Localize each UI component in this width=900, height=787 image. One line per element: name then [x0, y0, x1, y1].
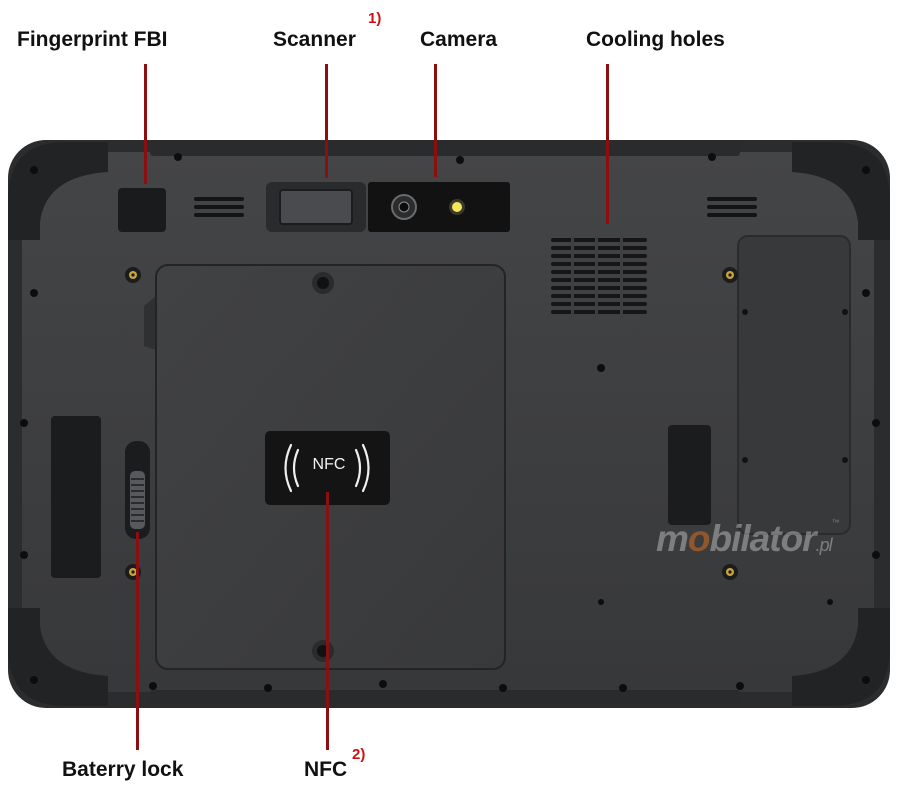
speaker-grille-right	[707, 197, 757, 217]
label-nfc-note: 2)	[352, 746, 366, 763]
callout-line-nfc	[326, 492, 329, 750]
callout-line-camera	[434, 64, 437, 177]
label-scanner: Scanner	[273, 28, 356, 51]
top-rail	[150, 140, 740, 156]
callout-line-battery-lock	[136, 532, 139, 750]
label-camera: Camera	[420, 28, 498, 51]
nfc-waves-icon	[284, 443, 370, 493]
frame-screws	[20, 153, 880, 692]
scanner-window	[279, 189, 353, 225]
callout-line-fingerprint	[144, 64, 147, 184]
fingerprint-sensor	[118, 188, 166, 232]
callout-line-cooling	[606, 64, 609, 224]
camera-module	[368, 182, 510, 232]
callout-line-scanner	[325, 64, 328, 178]
left-grip-pad	[51, 416, 101, 578]
speaker-grille-left	[194, 197, 244, 217]
gold-screws	[125, 267, 738, 580]
nfc-badge	[265, 431, 390, 505]
label-scanner-note: 1)	[368, 10, 382, 27]
label-nfc: NFC	[304, 758, 348, 781]
label-fingerprint: Fingerprint FBI	[17, 28, 168, 51]
label-cooling-holes: Cooling holes	[586, 28, 725, 51]
label-battery-lock: Baterry lock	[62, 758, 184, 781]
right-access-panel	[737, 235, 851, 535]
watermark-logo: mobilator.pl™	[656, 518, 840, 559]
nfc-badge-text: NFC	[312, 456, 346, 473]
battery-cover-tab	[144, 296, 156, 350]
right-grip-pad	[668, 425, 711, 525]
bottom-rail	[150, 690, 740, 704]
